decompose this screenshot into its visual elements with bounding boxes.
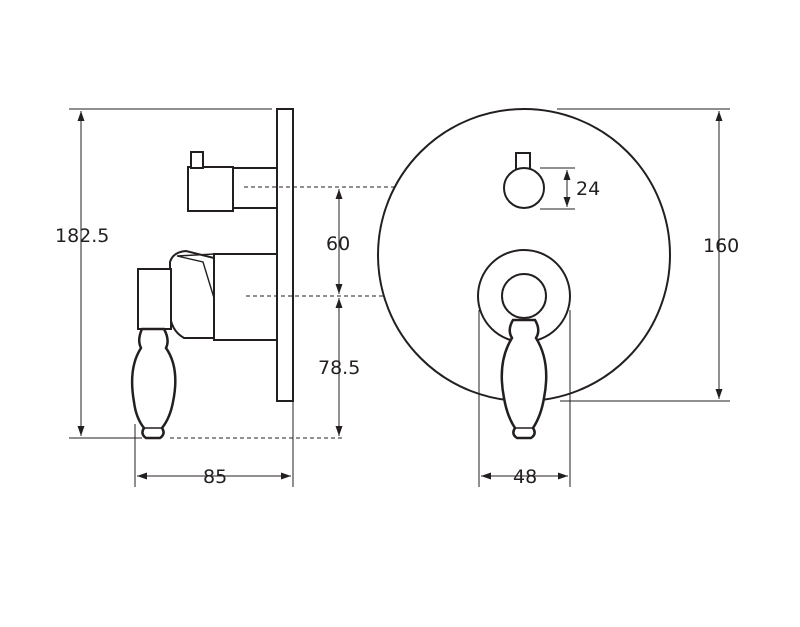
lever-hub-side [169,249,215,339]
overall-height-label: 182.5 [55,225,109,247]
diverter-knob-side [187,166,234,212]
diverter-diameter-label: 24 [576,178,600,200]
lever-handle-front [500,318,548,440]
diverter-body-side [231,167,278,209]
wall-plate-side [276,108,294,402]
spindle-spacing-label: 60 [326,233,350,255]
lever-body-side [213,253,278,341]
lever-offset-label: 78.5 [318,357,360,379]
lever-hub-chamfer [176,253,215,299]
lever-handle-side [130,327,177,440]
plate-diameter-label: 160 [703,235,739,257]
side-view: 182.5 85 60 78.5 [55,108,500,488]
diverter-stem-side [190,151,204,169]
front-view: 24 160 48 [377,108,739,488]
lever-base-width-label: 48 [513,466,537,488]
lever-hub-front [501,273,547,319]
diverter-knob-front [503,167,545,209]
lever-collar-side [137,268,172,330]
depth-label: 85 [203,466,227,488]
